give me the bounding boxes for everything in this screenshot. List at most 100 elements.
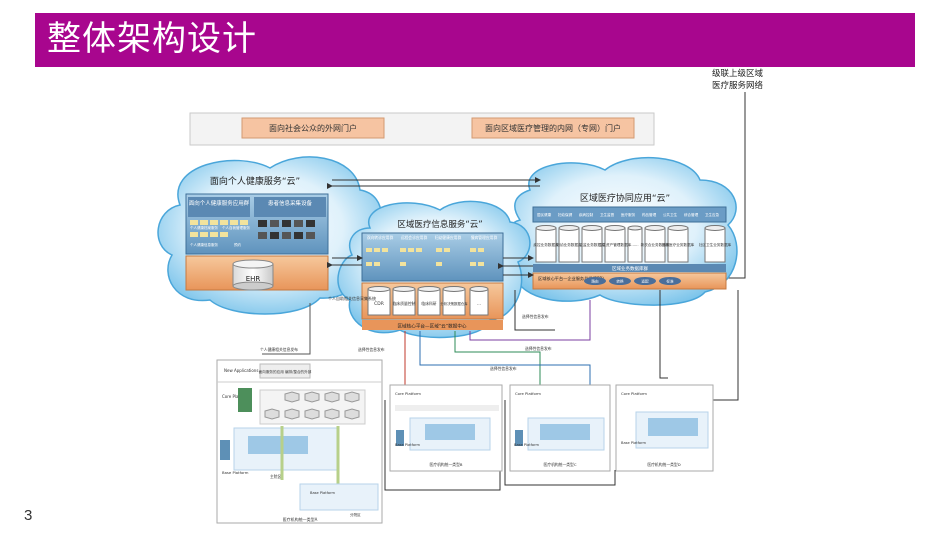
- collab-db-bar-label: 区域业务数据库群: [612, 265, 648, 272]
- regional-footer-bar: [362, 320, 503, 330]
- hospital-panel-c: Core Platform Base Platform 医疗机构统一类型C: [509, 384, 611, 472]
- panel-c-building-icon: [515, 430, 523, 446]
- panel-b-building-icon: [396, 430, 404, 446]
- collab-db-7: 远程医疗业务数据库: [662, 242, 695, 247]
- esb-item-4: 标准: [666, 279, 674, 284]
- flow-label-f3: 选择性信息发布: [358, 347, 385, 352]
- panel-b-core-label: Core Platform: [395, 391, 421, 396]
- personal-health-cloud: 面向个人健康服务“云” 面向个人健康服务应用群 患者信息采集设备 个人健康档案服…: [157, 156, 382, 315]
- collab-db-bar: [533, 264, 726, 272]
- collab-db-cylinders: [535, 225, 726, 263]
- collab-top-label-1: 居民健康: [537, 212, 552, 217]
- upper-region-note: 级联上级区域 医疗服务网络: [712, 68, 822, 92]
- personal-small-label-2: 个人自我管理服务: [222, 225, 250, 230]
- hospital-panel-b: Core Platform Base Platform 医疗机构统一类型B: [389, 384, 503, 472]
- collab-top-row: [532, 206, 727, 223]
- flow-label-f1: 个人健康相关信息发布: [260, 347, 298, 352]
- panel-d-caption: 医疗机构统一类型D: [647, 462, 680, 467]
- collab-db-3: 卫监业务数据库: [579, 242, 605, 247]
- title-bar: 整体架构设计: [35, 13, 915, 67]
- esb-item-3: 适配: [641, 279, 649, 284]
- store-cdr: CDR: [374, 301, 384, 307]
- personal-app-icons: [190, 220, 248, 237]
- collab-db-5: ……: [631, 243, 639, 247]
- panel-d-core-label: Core Platform: [621, 391, 647, 396]
- main-core-label: Core Platform: [222, 394, 250, 399]
- main-hex-row: [264, 391, 360, 420]
- page-number: 3: [24, 507, 33, 524]
- flow-label-f4: 选择性信息发布: [490, 366, 517, 371]
- flow-label-f6: 选择性信息发布: [525, 346, 552, 351]
- internal-portal-label: 面向区域医疗管理的内网（专网）门户: [485, 123, 621, 133]
- personal-small-label-1: 个人健康档案服务: [190, 225, 218, 230]
- collab-db-2: 妇幼业务数据库: [556, 242, 582, 247]
- regional-info-cloud: 区域医疗信息服务“云” 双向转诊应用群 远程会诊应用群 妇幼健康应用群 慢病管理…: [337, 200, 531, 339]
- collab-top-label-5: 医疗服务: [621, 212, 636, 217]
- regional-app-panel: [361, 232, 504, 282]
- collab-db-4: 卫生资产管理数据库: [599, 242, 632, 247]
- panel-d-base-label: Base Platform: [621, 441, 647, 445]
- main-caption: 医疗机构统一类型A: [283, 516, 318, 522]
- slide-title: 整体架构设计: [47, 19, 257, 59]
- main-base-label: Base Platform: [222, 470, 249, 475]
- regional-app-4: 慢病管理应用群: [471, 235, 498, 240]
- panel-b-base-label: Base Platform: [395, 443, 421, 447]
- collab-top-label-2: 妇幼保健: [558, 212, 573, 217]
- device-icons: [258, 220, 315, 239]
- regional-store-cylinders: [367, 286, 489, 316]
- store-more: ...: [477, 302, 481, 307]
- collab-top-label-4: 卫生监督: [600, 212, 615, 217]
- flow-lines: [262, 290, 739, 491]
- main-base-label-2: Base Platform: [310, 491, 336, 495]
- upper-region-note-line2: 医疗服务网络: [712, 81, 764, 91]
- ehr-database-icon: [232, 259, 274, 291]
- regional-footer-label: 区域核心平台—区域“云”数据中心: [397, 323, 466, 330]
- panel-c-base-label: Base Platform: [514, 443, 540, 447]
- upper-region-note-line1: 级联上级区域: [712, 69, 764, 79]
- collab-top-label-9: 卫生应急: [705, 212, 720, 217]
- regional-cloud-title: 区域医疗信息服务“云”: [397, 219, 482, 230]
- main-sub1-label: 主院区: [270, 474, 282, 479]
- store-quality: 临床质量控制: [393, 301, 416, 306]
- personal-cloud-title: 面向个人健康服务“云”: [210, 175, 300, 187]
- collab-db-6: 新农合业务数据库: [641, 242, 670, 247]
- main-building-icon: [220, 440, 230, 460]
- hospital-panel-d: Core Platform Base Platform 医疗机构统一类型D: [615, 384, 714, 472]
- regional-app-2: 远程会诊应用群: [401, 235, 428, 240]
- store-research: 临床科研: [421, 301, 436, 306]
- main-sub2-label: 分院区: [350, 512, 361, 517]
- internal-portal-box: [471, 117, 635, 139]
- regional-app-3: 妇幼健康应用群: [435, 235, 462, 240]
- panel-c-core-label: Core Platform: [515, 391, 541, 396]
- collab-db-8: 社区卫生业务数据库: [699, 242, 732, 247]
- flow-label-f5: 选择性信息发布: [522, 314, 549, 319]
- panel-b-caption: 医疗机构统一类型B: [430, 462, 463, 467]
- hospital-panel-main: New Applications 面向服务的应用 编排/整合的外部 Core P…: [216, 359, 383, 524]
- esb-item-1: 路由: [591, 279, 599, 284]
- cloud-connectors: [327, 177, 541, 278]
- main-app-box-label: 面向服务的应用 编排/整合的外部: [259, 369, 312, 374]
- collab-top-label-8: 综合管理: [684, 212, 699, 217]
- flow-label-f2: 个人自助相关信息采集系统: [328, 295, 376, 301]
- collab-top-label-6: 药品管理: [642, 212, 657, 217]
- esb-title: 区域核心平台—企业服务总线(ESB): [538, 275, 604, 282]
- regional-app-icons: [366, 248, 484, 266]
- collaboration-cloud: 区域医疗协同应用“云” 居民健康 妇幼保健 疾病控制 卫生监督 医疗服务 药品管…: [501, 157, 738, 306]
- portal-bar: 面向社会公众的外网门户 面向区域医疗管理的内网（专网）门户: [189, 112, 655, 146]
- personal-small-label-3: 个人健康信息服务: [190, 242, 218, 247]
- public-portal-label: 面向社会公众的外网门户: [269, 123, 357, 133]
- regional-app-1: 双向转诊应用群: [367, 235, 394, 240]
- personal-app-group-title: 面向个人健康服务应用群: [189, 199, 250, 207]
- collab-db-1: 疾控业务数据库: [533, 242, 559, 247]
- collab-top-label-7: 公共卫生: [663, 212, 678, 217]
- panel-c-caption: 医疗机构统一类型C: [543, 462, 576, 467]
- collab-cloud-title: 区域医疗协同应用“云”: [580, 192, 670, 204]
- collect-device-title: 患者信息采集设备: [268, 199, 313, 207]
- esb-item-2: 转换: [616, 279, 624, 284]
- ehr-label: EHR: [246, 275, 261, 283]
- public-portal-box: [241, 117, 385, 139]
- collab-top-label-3: 疾病控制: [579, 212, 594, 217]
- personal-small-label-4: 预约: [234, 242, 241, 247]
- store-warehouse: 分析决策数据仓库: [440, 301, 468, 306]
